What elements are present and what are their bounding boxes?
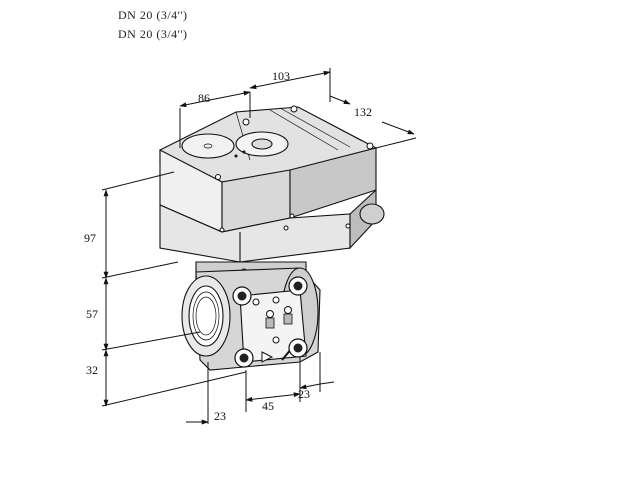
header: DN 20 (3/4'') DN 20 (3/4'') (118, 6, 187, 44)
header-line-2: DN 20 (3/4'') (118, 27, 188, 41)
dim-label-97: 97 (84, 231, 96, 245)
cover-disc (181, 133, 235, 159)
header-line-1: DN 20 (3/4'') (118, 8, 188, 22)
dimension-lines (101, 68, 417, 425)
dim-label-23-left: 23 (214, 409, 226, 423)
valve-body (181, 267, 321, 371)
flow-arrow-icon (261, 351, 274, 363)
bolt-icon (288, 276, 308, 296)
bolt-icon (288, 338, 308, 358)
dim-label-45: 45 (262, 399, 274, 413)
dim-label-86: 86 (198, 91, 210, 105)
bolt-icon (234, 348, 254, 368)
dim-label-57: 57 (86, 307, 98, 321)
actuator (159, 105, 385, 281)
dim-label-23-right: 23 (298, 387, 310, 401)
dim-label-103: 103 (272, 69, 290, 83)
dim-label-32: 32 (86, 363, 98, 377)
dim-label-132: 132 (354, 105, 372, 119)
bolt-icon (232, 286, 252, 306)
